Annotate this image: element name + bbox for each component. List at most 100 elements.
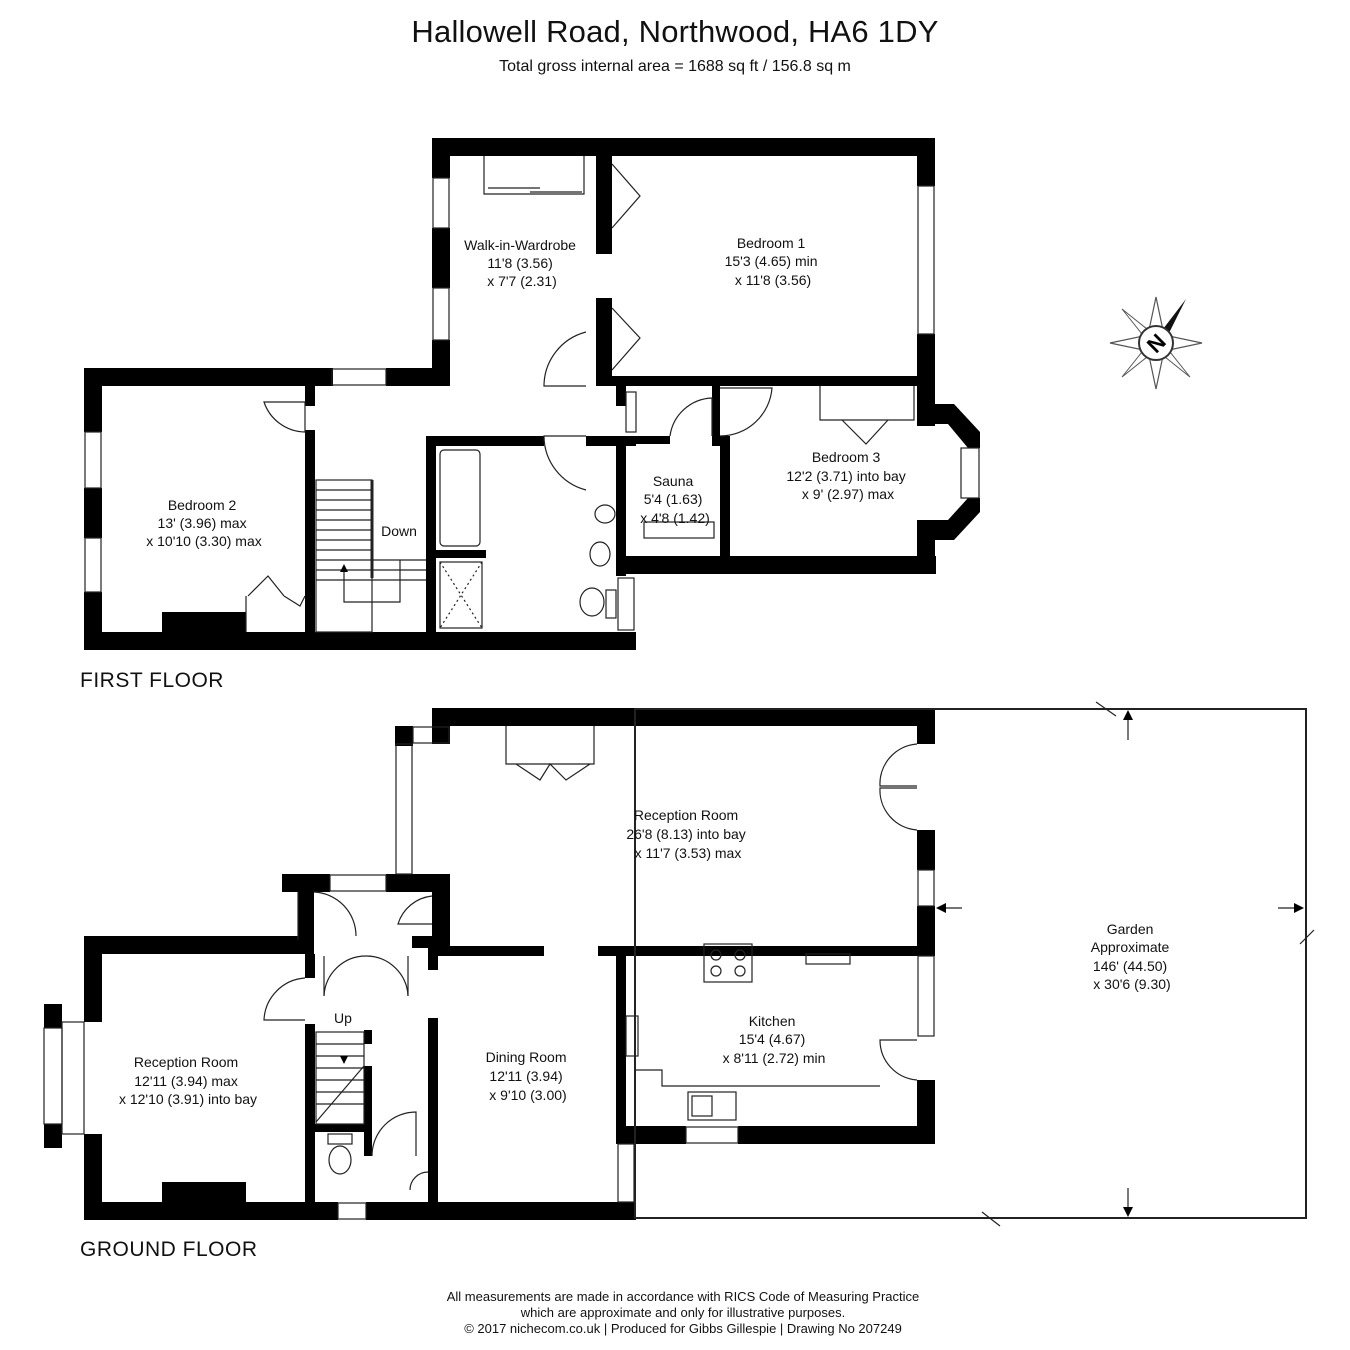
- cupboard-door: [611, 307, 641, 371]
- cupboard-door: [283, 595, 306, 607]
- chimney: [162, 1182, 246, 1204]
- compass-icon: N: [1109, 296, 1203, 390]
- worktop: [636, 1069, 880, 1087]
- room-label-front-reception: Reception Room 12'11 (3.94) max x 12'10 …: [119, 1054, 257, 1107]
- patio-door: [879, 787, 918, 831]
- wall: [305, 954, 315, 978]
- door-swing: [263, 977, 306, 1021]
- window: [432, 287, 450, 341]
- window: [432, 177, 450, 229]
- window: [395, 743, 413, 875]
- wall: [44, 1004, 62, 1028]
- stairs-up-label: Up: [334, 1010, 352, 1026]
- wall: [917, 906, 935, 956]
- door-swing: [263, 401, 306, 433]
- door-swing: [543, 435, 587, 491]
- wall: [428, 946, 544, 956]
- door-swing: [669, 397, 713, 437]
- bay-window: [43, 1027, 63, 1125]
- disclaimer: All measurements are made in accordance …: [0, 1289, 1350, 1337]
- door-swing: [313, 891, 357, 937]
- wall: [626, 436, 670, 444]
- stairs: [315, 1031, 365, 1125]
- wall: [84, 936, 102, 1022]
- stairs: [315, 479, 426, 633]
- wardrobe-rail: [483, 156, 585, 195]
- wall: [305, 1024, 315, 1204]
- wall: [364, 1030, 372, 1044]
- room-label-sauna: Sauna 5'4 (1.63) x 4'8 (1.42): [640, 473, 710, 526]
- window: [84, 431, 102, 489]
- room-label-dining-room: Dining Room 12'11 (3.94) x 9'10 (3.00): [486, 1049, 571, 1103]
- sink: [687, 1091, 737, 1121]
- basin: [594, 504, 616, 524]
- wall: [305, 384, 315, 406]
- toilet: [579, 587, 605, 617]
- bidet: [589, 541, 611, 567]
- hob: [703, 943, 753, 983]
- disclaimer-line: which are approximate and only for illus…: [520, 1305, 846, 1320]
- wall: [596, 298, 612, 384]
- door-swing: [543, 331, 587, 387]
- wall: [386, 368, 450, 386]
- window: [84, 537, 102, 593]
- wall: [432, 138, 450, 178]
- room-label-bedroom-2: Bedroom 2 13' (3.96) max x 10'10 (3.30) …: [146, 497, 262, 549]
- toilet: [328, 1145, 352, 1175]
- wall: [598, 946, 935, 956]
- meter: [409, 1171, 429, 1191]
- wall: [428, 1018, 438, 1202]
- boiler: [625, 1015, 639, 1057]
- wall: [84, 632, 636, 650]
- wall: [432, 884, 450, 946]
- wall: [298, 884, 314, 940]
- wall: [428, 946, 438, 970]
- bay-wall: [935, 404, 980, 448]
- wall: [84, 1202, 338, 1220]
- stairs-down-label: Down: [381, 523, 417, 539]
- wall: [917, 138, 935, 186]
- wall: [84, 1134, 102, 1220]
- extractor: [805, 953, 851, 965]
- wall: [917, 830, 935, 870]
- door-swing: [371, 1111, 417, 1157]
- wall: [305, 430, 315, 634]
- window: [917, 869, 935, 907]
- wall: [586, 436, 636, 446]
- bath: [439, 449, 481, 547]
- shower-tray: [439, 561, 483, 629]
- wall: [282, 874, 330, 892]
- window: [412, 726, 450, 744]
- wall: [426, 436, 436, 634]
- ground-floor-label: GROUND FLOOR: [80, 1238, 258, 1261]
- window: [61, 1021, 85, 1135]
- copyright-line: © 2017 nichecom.co.uk | Produced for Gib…: [464, 1321, 902, 1336]
- wall: [84, 368, 102, 432]
- wall: [596, 156, 612, 254]
- cupboard-door: [247, 575, 285, 597]
- wall: [720, 436, 730, 556]
- wall: [432, 138, 935, 156]
- wall: [364, 1066, 372, 1156]
- wall: [84, 488, 102, 538]
- plan-title: Hallowell Road, Northwood, HA6 1DY: [411, 14, 939, 49]
- wall: [436, 550, 486, 558]
- first-floor-label: FIRST FLOOR: [80, 669, 224, 692]
- window: [685, 1126, 739, 1144]
- wall: [616, 436, 626, 576]
- wall: [917, 386, 935, 426]
- cupboard-door: [841, 419, 889, 445]
- door-swing: [719, 387, 773, 437]
- walls: [44, 138, 980, 1220]
- door-swing: [323, 955, 367, 997]
- wall: [432, 228, 450, 288]
- bench: [643, 521, 715, 539]
- fixtures: [43, 156, 1315, 1227]
- door-swing: [879, 1039, 918, 1081]
- window: [329, 874, 387, 892]
- window: [331, 368, 387, 386]
- wall: [44, 1124, 62, 1148]
- chimney: [162, 612, 246, 634]
- wall: [314, 1124, 364, 1132]
